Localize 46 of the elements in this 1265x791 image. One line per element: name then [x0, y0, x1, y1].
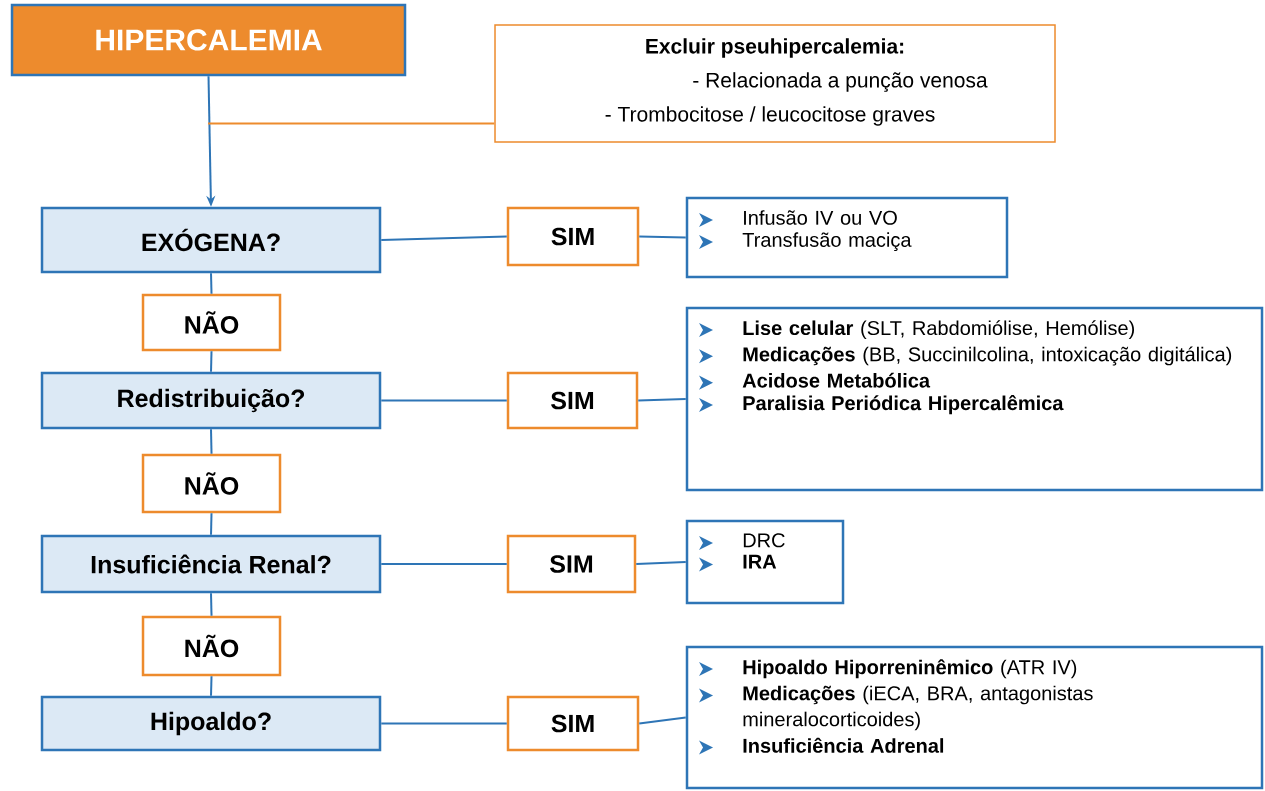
- note-box: [494, 24, 1056, 143]
- connector: [380, 722, 508, 725]
- note-text: - Relacionada a punção venosa: [693, 72, 988, 92]
- connector: [210, 272, 213, 295]
- connector: [635, 561, 687, 565]
- connector: [638, 716, 687, 725]
- connector: [210, 428, 213, 455]
- connector: [638, 235, 687, 239]
- list-item: DRC: [743, 533, 785, 548]
- answer-box: NÃO: [141, 293, 282, 352]
- question-box: Hipoaldo?: [40, 695, 382, 752]
- answer-box: SIM: [506, 534, 637, 594]
- question-box: Redistribuição?: [40, 371, 382, 430]
- connector: [380, 563, 508, 565]
- list-box: [685, 519, 845, 605]
- list-item: Acidose Metabólica: [742, 372, 931, 388]
- connector: [210, 592, 213, 617]
- connector: [207, 122, 496, 125]
- answer-box: NÃO: [141, 615, 282, 677]
- answer-box: NÃO: [141, 453, 282, 514]
- list-item: Paralisia Periódica Hipercalêmica: [743, 395, 1064, 415]
- connector: [380, 399, 508, 402]
- list-box: [685, 306, 1264, 492]
- list-item: Transfusão maciça: [742, 232, 912, 251]
- question-box: EXÓGENA?: [40, 206, 382, 274]
- note-text: - Trombocitose / leucocitose graves: [605, 106, 935, 126]
- title-box: HIPERCALEMIA: [10, 3, 407, 77]
- answer-box: SIM: [506, 206, 640, 267]
- connector: [210, 675, 213, 697]
- list-item: Insuficiência Adrenal: [743, 737, 944, 753]
- question-box: Insuficiência Renal?: [40, 534, 382, 594]
- answer-box: SIM: [506, 371, 639, 430]
- note-text: Excluir pseuhipercalemia:: [646, 38, 904, 58]
- list-box: [685, 196, 1009, 279]
- connector: [210, 512, 213, 536]
- list-item: Medicações (BB, Succinilcolina, intoxicação digitálica): [743, 346, 1232, 366]
- connector: [637, 398, 687, 402]
- list-item: Lise celular (SLT, Rabdomiólise, Hemólise): [743, 320, 1135, 340]
- connector: [380, 235, 508, 241]
- list-box: [685, 645, 1264, 790]
- connector: [210, 350, 213, 373]
- list-item: Hipoaldo Hiporreninêmico (ATR IV): [743, 659, 1077, 679]
- answer-box: SIM: [506, 695, 640, 752]
- list-item: Infusão IV ou VO: [744, 210, 897, 225]
- list-item: IRA: [743, 554, 777, 569]
- list-item: Medicações (iECA, BRA, antagonistas mineralocorticoides): [743, 685, 1093, 731]
